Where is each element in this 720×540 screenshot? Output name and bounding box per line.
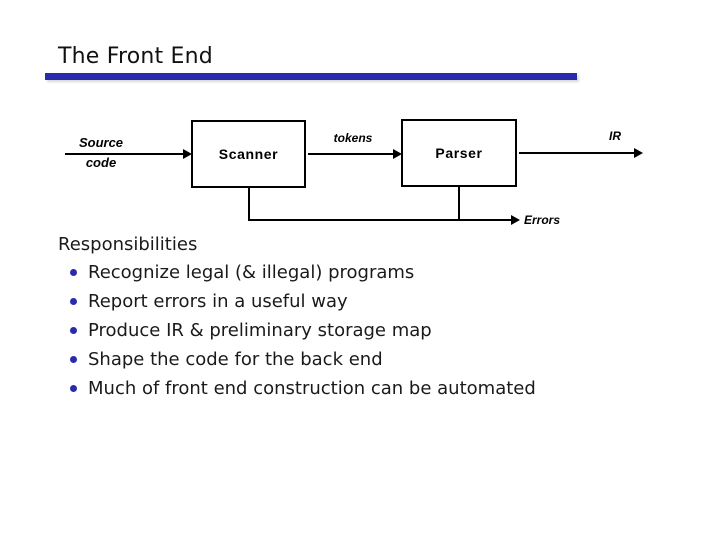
errors-label: Errors (524, 213, 561, 227)
source-to-scanner-arrow-line (65, 153, 184, 155)
tokens-label: tokens (333, 131, 373, 145)
scanner-box: Scanner (191, 120, 306, 188)
bullet-icon (70, 269, 77, 276)
list-item: Produce IR & preliminary storage map (58, 316, 638, 345)
title-underline-bar (45, 73, 577, 80)
bullet-icon (70, 327, 77, 334)
scanner-to-parser-arrowhead-icon (393, 149, 402, 159)
list-item-text: Report errors in a useful way (88, 291, 348, 312)
list-item-text: Much of front end construction can be au… (88, 378, 536, 399)
list-heading: Responsibilities (58, 234, 198, 255)
list-item-text: Shape the code for the back end (88, 349, 383, 370)
parser-to-ir-arrowhead-icon (634, 148, 643, 158)
list-item-text: Recognize legal (& illegal) programs (88, 262, 415, 283)
parser-box-label: Parser (435, 145, 483, 161)
source-code-label-line1: Source (78, 135, 124, 150)
ir-label: IR (609, 129, 621, 143)
list-item: Much of front end construction can be au… (58, 374, 638, 403)
bullet-icon (70, 385, 77, 392)
scanner-errors-drop-line (248, 188, 250, 221)
scanner-to-parser-arrow-line (308, 153, 394, 155)
parser-to-ir-arrow-line (519, 152, 635, 154)
responsibilities-list: Responsibilities Recognize legal (& ille… (58, 232, 638, 403)
scanner-box-label: Scanner (218, 146, 279, 162)
bullet-icon (70, 356, 77, 363)
list-item: Report errors in a useful way (58, 287, 638, 316)
errors-arrowhead-icon (511, 215, 520, 225)
errors-arrow-line (248, 219, 512, 221)
parser-box: Parser (401, 119, 517, 187)
source-code-label-line2: code (85, 155, 117, 170)
list-item: Shape the code for the back end (58, 345, 638, 374)
list-item-text: Produce IR & preliminary storage map (88, 320, 432, 341)
list-item: Recognize legal (& illegal) programs (58, 258, 638, 287)
parser-errors-drop-line (458, 187, 460, 220)
bullet-icon (70, 298, 77, 305)
source-to-scanner-arrowhead-icon (183, 149, 192, 159)
page-title: The Front End (58, 44, 213, 69)
